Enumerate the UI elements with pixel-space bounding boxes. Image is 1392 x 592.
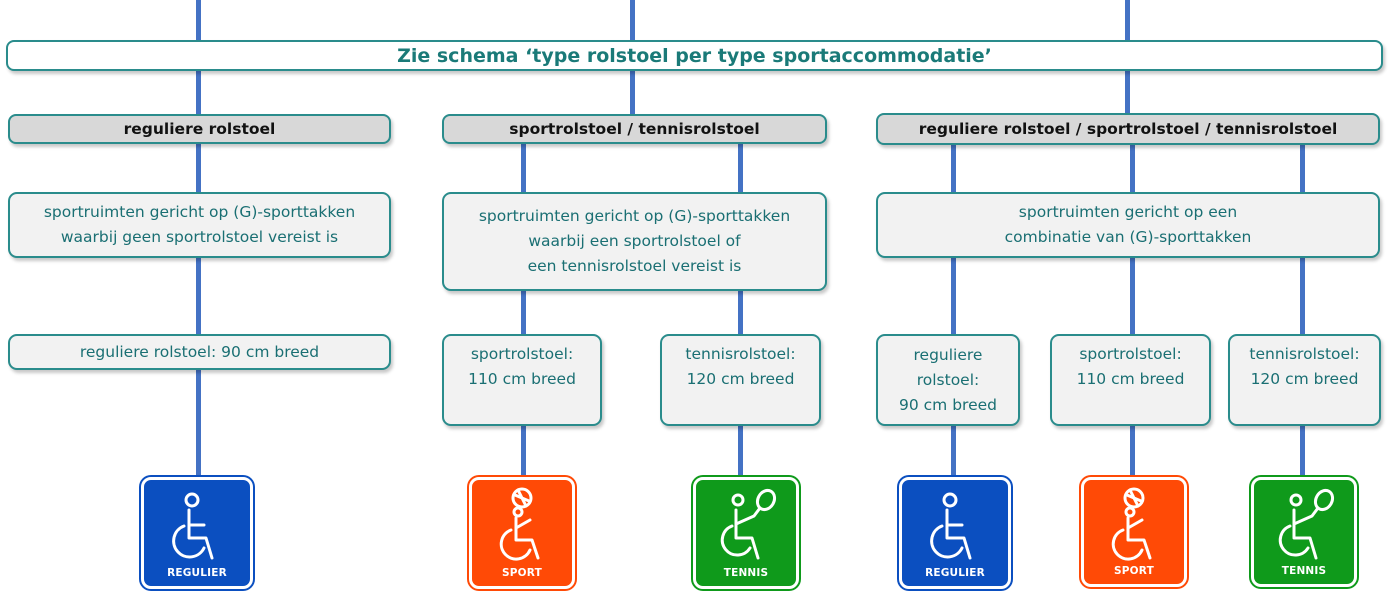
option-box-3-2: sportrolstoel: 110 cm breed [1050, 334, 1211, 426]
option-box-2-1: sportrolstoel: 110 cm breed [442, 334, 602, 426]
option-box-1-1: reguliere rolstoel: 90 cm breed [8, 334, 391, 370]
connector-col3-c [1300, 143, 1305, 475]
description-box-3: sportruimten gericht op een combinatie v… [876, 192, 1380, 258]
sport-wheelchair-icon: SPORT [469, 477, 575, 589]
icon-label: SPORT [502, 567, 542, 579]
sport-wheelchair-icon: SPORT [1081, 477, 1187, 587]
icon-label: TENNIS [1281, 565, 1327, 577]
connector-col3-b [1130, 143, 1135, 475]
icon-label: SPORT [1114, 565, 1154, 577]
option-box-3-3: tennisrolstoel: 120 cm breed [1228, 334, 1381, 426]
tennis-wheelchair-icon: TENNIS [1251, 477, 1357, 587]
wheelchair-icon: REGULIER [899, 477, 1011, 589]
option-box-3-1: reguliere rolstoel: 90 cm breed [876, 334, 1020, 426]
wheelchair-icon: REGULIER [141, 477, 253, 589]
connector-col3-a [951, 143, 956, 475]
connector-top-2 [630, 0, 635, 40]
icon-label: TENNIS [723, 567, 769, 579]
connector-banner-3 [1125, 71, 1130, 115]
connector-col2-a [521, 143, 526, 475]
connector-top-3 [1125, 0, 1130, 40]
icon-label: REGULIER [925, 567, 985, 579]
column-header-1: reguliere rolstoel [8, 114, 391, 144]
icon-label: REGULIER [167, 567, 227, 579]
connector-top-1 [196, 0, 201, 40]
connector-col1 [196, 143, 201, 475]
column-header-3: reguliere rolstoel / sportrolstoel / ten… [876, 113, 1380, 145]
schema-banner: Zie schema ‘type rolstoel per type sport… [6, 40, 1383, 71]
tennis-wheelchair-icon: TENNIS [693, 477, 799, 589]
description-box-2: sportruimten gericht op (G)-sporttakken … [442, 192, 827, 291]
connector-banner-1 [196, 71, 201, 115]
option-box-2-2: tennisrolstoel: 120 cm breed [660, 334, 821, 426]
description-box-1: sportruimten gericht op (G)-sporttakken … [8, 192, 391, 258]
column-header-2: sportrolstoel / tennisrolstoel [442, 114, 827, 144]
connector-col2-b [738, 143, 743, 475]
connector-banner-2 [630, 71, 635, 115]
